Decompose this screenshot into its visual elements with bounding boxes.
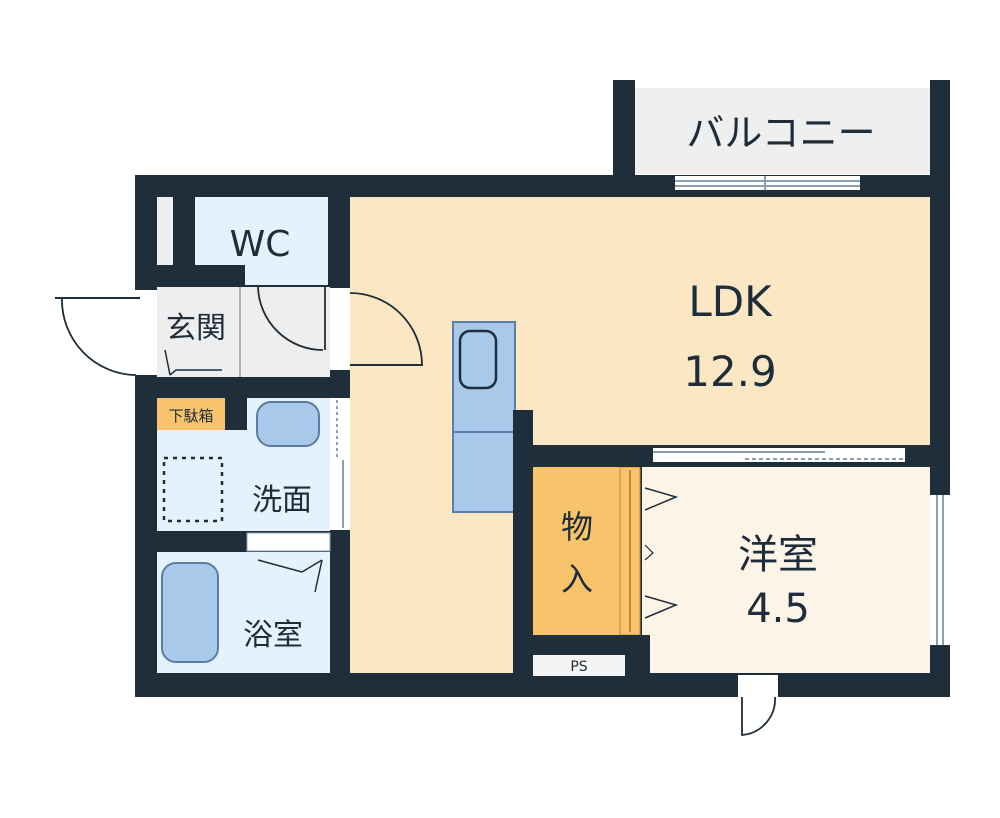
washing-machine-space: [162, 456, 224, 523]
wall-niche: [157, 197, 173, 265]
entrance-label: 玄関: [166, 311, 226, 346]
western-room-size: 4.5: [746, 586, 810, 632]
washbasin-icon: [256, 401, 320, 447]
shoe-cabinet-fill: [157, 398, 225, 430]
ldk-size: 12.9: [683, 347, 777, 396]
closet-door-folds: [644, 487, 679, 619]
storage-label-top: 物: [561, 508, 593, 546]
wc-opening-fill: [245, 265, 328, 285]
bottom-window-swing: [741, 696, 776, 736]
bathroom-door-frame: [246, 532, 331, 552]
entrance-floor: [157, 287, 240, 379]
entrance-step-icon: [164, 349, 222, 376]
entrance-door-swing: [61, 297, 137, 376]
bathtub-icon: [161, 562, 219, 663]
wc-floor: [195, 197, 328, 265]
bath-door-line: [257, 559, 303, 573]
ldk-floor: [350, 197, 930, 445]
balcony-left-wall: [613, 80, 635, 180]
storage-floor: [533, 467, 620, 635]
western-window: [930, 495, 950, 645]
shoe-cabinet-label: 下駄箱: [168, 407, 213, 425]
balcony-label: バルコニー: [686, 111, 875, 155]
bath-door-line: [301, 559, 323, 573]
western-north-wall-right: [905, 445, 950, 467]
western-north-wall: [513, 445, 653, 467]
wc-door-swing: [257, 286, 324, 351]
western-room-floor: [642, 467, 930, 673]
ps-label: PS: [570, 659, 587, 675]
bath-door-line: [314, 559, 323, 593]
washroom-label: 洗面: [252, 483, 312, 518]
washroom-door-opening: [330, 398, 350, 530]
ldk-door-swing: [349, 292, 423, 366]
entrance-door-opening: [135, 290, 157, 375]
ps-box: [533, 655, 625, 676]
bottom-window: [738, 675, 778, 697]
closet-door-hinge: [644, 544, 654, 561]
kitchen-sink-icon: [458, 329, 498, 390]
wall-entrance-divider: [135, 377, 345, 398]
balcony-floor: [635, 88, 930, 174]
storage-right-wall: [640, 635, 650, 675]
entrance-hall-floor: [240, 287, 330, 377]
storage-label-bottom: 入: [561, 560, 593, 598]
wc-label: WC: [230, 224, 291, 265]
western-room-label: 洋室: [738, 532, 818, 578]
kitchen-partition-wall: [513, 410, 533, 673]
ldk-label: LDK: [688, 277, 773, 326]
ps-wall: [533, 635, 648, 655]
balcony-right-wall: [930, 80, 950, 180]
ldk-door-opening: [330, 288, 350, 370]
balcony-window: [675, 176, 860, 190]
bathroom-label: 浴室: [243, 618, 303, 653]
